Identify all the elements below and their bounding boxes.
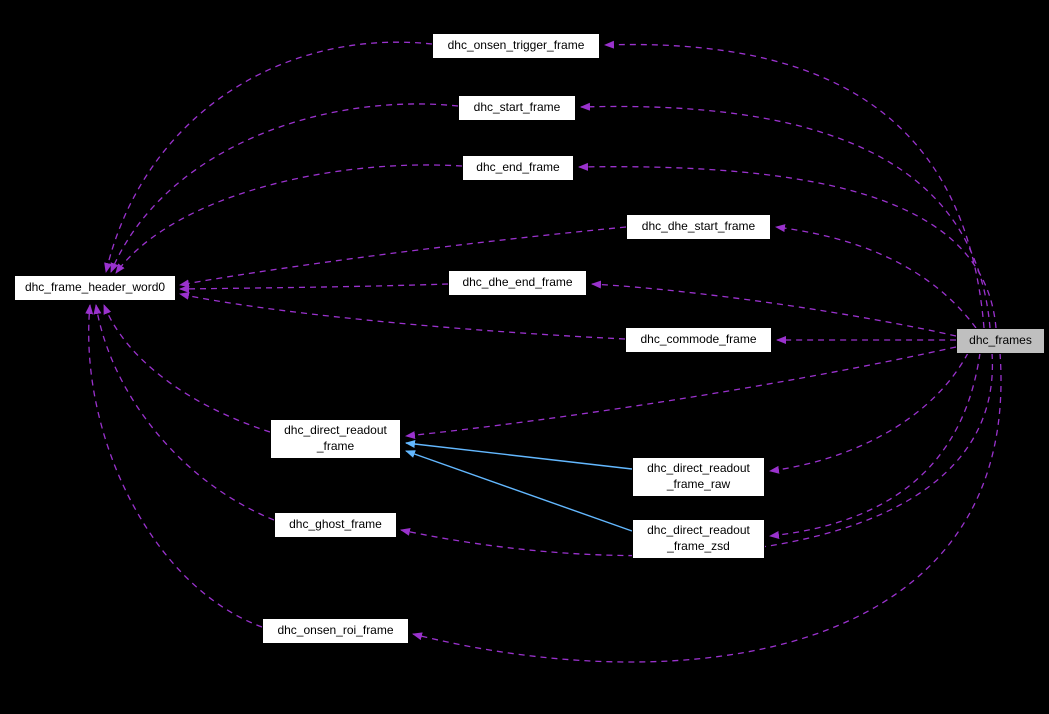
- node-dhc_direct_readout_frame_raw[interactable]: dhc_direct_readout _frame_raw: [632, 457, 765, 497]
- node-dhc_dhe_end_frame[interactable]: dhc_dhe_end_frame: [448, 270, 587, 296]
- node-dhc_commode_frame[interactable]: dhc_commode_frame: [625, 327, 772, 353]
- edge-raw-inherits-directreadout: [405, 440, 633, 470]
- edge-frames-to-end: [578, 162, 997, 329]
- node-dhc_frame_header_word0[interactable]: dhc_frame_header_word0: [14, 275, 176, 301]
- edge-trigger-to-header: [104, 41, 433, 273]
- node-dhc_ghost_frame[interactable]: dhc_ghost_frame: [274, 512, 397, 538]
- edge-frames-to-zsd: [769, 352, 981, 540]
- edge-frames-to-trigger: [604, 40, 985, 329]
- edge-dheend-to-header: [179, 283, 449, 293]
- edge-dhestart-to-header: [179, 226, 627, 288]
- edge-roi-to-header: [85, 304, 263, 628]
- node-dhc_onsen_trigger_frame[interactable]: dhc_onsen_trigger_frame: [432, 33, 600, 59]
- edge-frames-to-dheend: [591, 280, 957, 337]
- edge-frames-to-directreadout: [405, 346, 957, 440]
- edge-ghost-to-header: [93, 304, 275, 521]
- edge-frames-to-dhestart: [775, 224, 977, 329]
- node-dhc_direct_readout_frame[interactable]: dhc_direct_readout _frame: [270, 419, 401, 459]
- node-dhc_dhe_start_frame[interactable]: dhc_dhe_start_frame: [626, 214, 771, 240]
- edge-frames-to-roi: [412, 352, 1002, 663]
- edge-frames-to-start: [580, 102, 991, 329]
- node-dhc_end_frame[interactable]: dhc_end_frame: [462, 155, 574, 181]
- node-dhc_start_frame[interactable]: dhc_start_frame: [458, 95, 576, 121]
- edge-start-to-header: [110, 103, 459, 273]
- node-dhc_direct_readout_frame_zsd[interactable]: dhc_direct_readout _frame_zsd: [632, 519, 765, 559]
- edge-frames-to-ghost: [400, 352, 993, 557]
- edge-end-to-header: [115, 164, 463, 274]
- edge-commode-to-header: [179, 291, 626, 340]
- edge-zsd-inherits-directreadout: [405, 450, 633, 532]
- edge-directreadout-to-header: [103, 304, 271, 433]
- edge-frames-to-raw: [769, 352, 969, 474]
- node-dhc_onsen_roi_frame[interactable]: dhc_onsen_roi_frame: [262, 618, 409, 644]
- node-dhc_frames[interactable]: dhc_frames: [956, 328, 1045, 354]
